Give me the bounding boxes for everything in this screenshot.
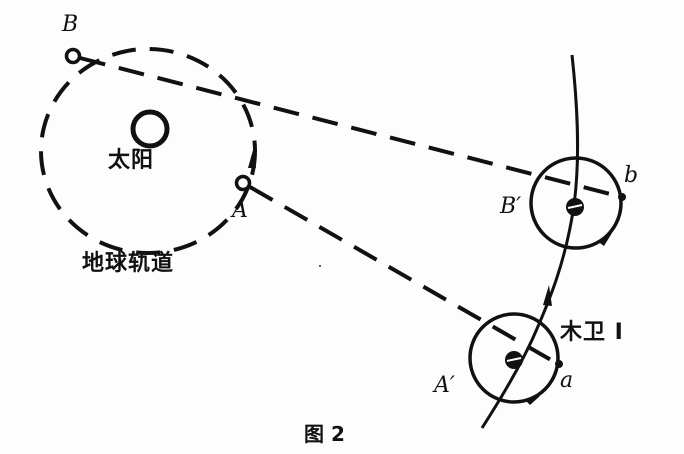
jupiter-upper-band <box>567 204 583 209</box>
moon-orbit-upper <box>529 156 623 250</box>
earth-position-b-icon <box>64 47 82 65</box>
moon-orbit-arrow-upper-icon <box>597 233 612 246</box>
moon-orbit-arrow-lower-icon <box>525 396 540 405</box>
jupiter-orbit-path <box>480 54 580 429</box>
sun-icon <box>130 109 170 149</box>
label-a: A <box>232 198 248 223</box>
jupiter-direction-arrow-icon <box>543 285 552 306</box>
figure-caption: 图 2 <box>304 422 345 446</box>
label-earth-orbit: 地球轨道 <box>82 251 175 276</box>
earth-position-a-icon <box>234 174 252 192</box>
moon-orbit-lower <box>468 312 560 404</box>
jupiter-lower-band <box>506 357 522 362</box>
sightline-a <box>249 185 559 366</box>
label-b-lower: b <box>624 163 639 188</box>
earth-orbit-circle <box>39 47 257 255</box>
sightline-b <box>79 56 623 199</box>
label-a-prime: A′ <box>434 373 455 398</box>
moon-b-icon <box>618 193 626 201</box>
orbit-arrow-icon <box>248 150 256 168</box>
label-sun: 太阳 <box>108 148 155 173</box>
label-moon: 木卫 I <box>560 320 624 345</box>
label-b: B <box>62 12 79 37</box>
moon-a-icon <box>555 360 563 368</box>
label-a-lower: a <box>560 368 574 393</box>
label-b-prime: B′ <box>500 194 522 219</box>
speck <box>319 265 321 267</box>
